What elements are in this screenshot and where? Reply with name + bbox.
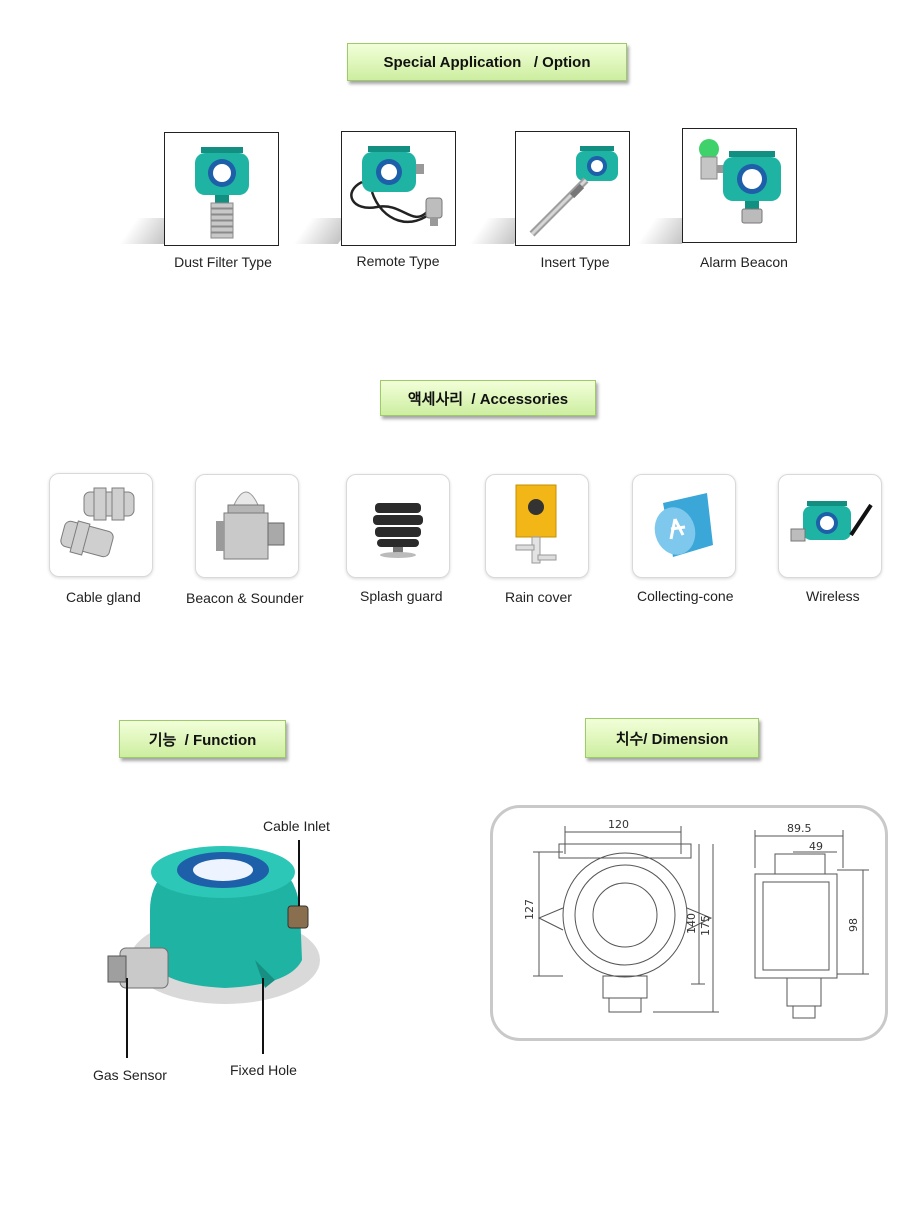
option-insert-image	[515, 131, 630, 246]
fixed-hole-leader	[262, 978, 264, 1054]
dim-depth-part: 49	[809, 840, 823, 853]
cable-inlet-label: Cable Inlet	[263, 818, 330, 834]
accessory-wireless-image	[778, 474, 882, 578]
function-section-title: 기능 / Function	[119, 720, 286, 758]
accessories-section-title: 액세사리 / Accessories	[380, 380, 596, 416]
accessory-label: Cable gland	[66, 589, 141, 605]
accessory-label: Beacon & Sounder	[186, 590, 304, 606]
option-label: Alarm Beacon	[700, 254, 788, 270]
dim-height-mid: 140	[685, 913, 698, 934]
dimension-panel: 120 127 140 175 89.5 49 98	[490, 805, 888, 1041]
accessory-beacon-sounder-image	[195, 474, 299, 578]
option-remote-image	[341, 131, 456, 246]
option-section-title: Special Application / Option	[347, 43, 627, 81]
accessory-label: Wireless	[806, 588, 860, 604]
fixed-hole-label: Fixed Hole	[230, 1062, 297, 1078]
cable-inlet-leader	[298, 840, 300, 906]
gas-sensor-leader	[126, 978, 128, 1058]
dim-height-body: 127	[523, 899, 536, 920]
gas-sensor-label: Gas Sensor	[93, 1067, 167, 1083]
accessory-splash-guard-image	[346, 474, 450, 578]
accessory-label: Rain cover	[505, 589, 572, 605]
accessory-label: Collecting-cone	[637, 588, 734, 604]
option-label: Insert Type	[540, 254, 610, 270]
option-label: Dust Filter Type	[174, 254, 272, 270]
function-device-image	[90, 820, 330, 1060]
option-label: Remote Type	[356, 253, 440, 269]
accessory-cable-gland-image	[49, 473, 153, 577]
dim-height-side: 98	[847, 918, 860, 932]
dim-width-front: 120	[608, 818, 629, 831]
accessory-collecting-cone-image	[632, 474, 736, 578]
dimension-section-title: 치수/ Dimension	[585, 718, 759, 758]
dim-height-total: 175	[699, 915, 712, 936]
dim-depth-total: 89.5	[787, 822, 812, 835]
accessory-rain-cover-image	[485, 474, 589, 578]
option-alarm-beacon-image	[682, 128, 797, 243]
accessory-label: Splash guard	[360, 588, 443, 604]
option-dust-filter-image	[164, 132, 279, 246]
